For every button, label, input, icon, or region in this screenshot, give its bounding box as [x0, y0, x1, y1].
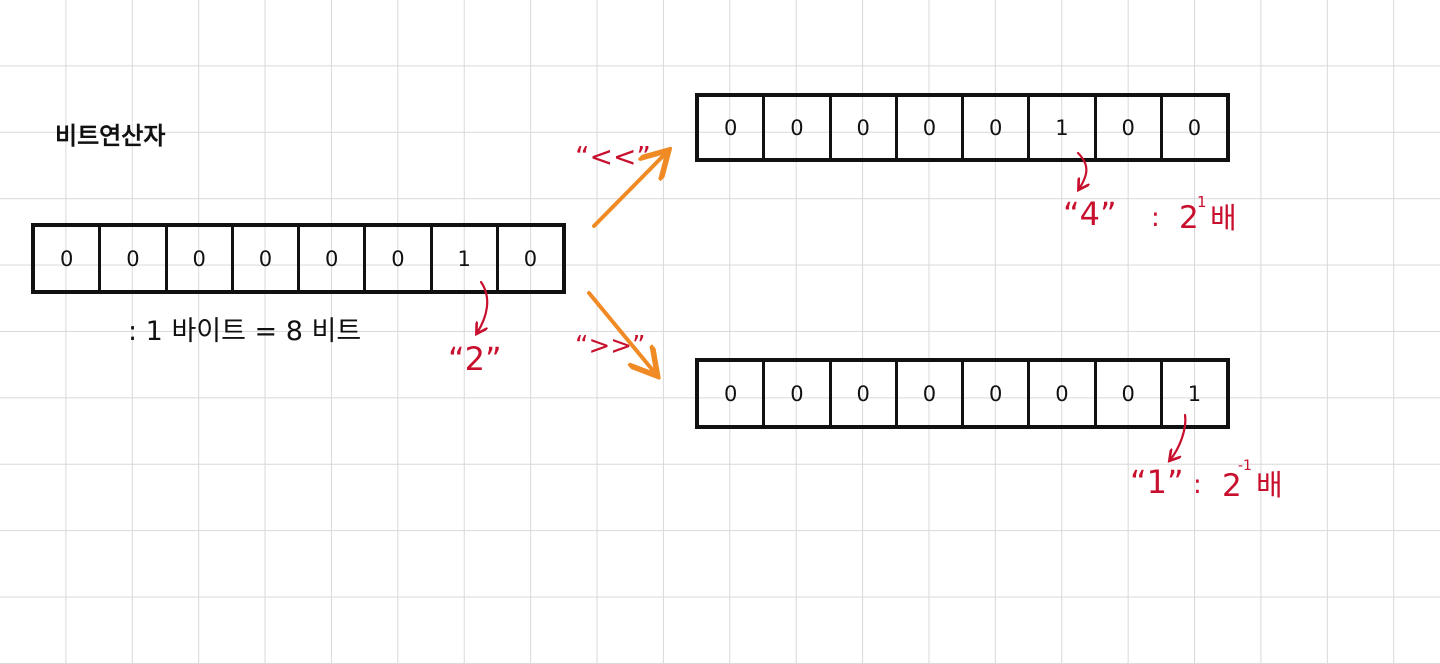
- left-shift-factor-separator: :: [1151, 203, 1160, 233]
- bit-cell: 0: [363, 227, 429, 290]
- bit-cell: 1: [429, 227, 496, 290]
- bit-cell: 1: [1159, 362, 1226, 425]
- bit-cell: 0: [59, 246, 74, 271]
- right-shift-pointer-arrow: [1170, 413, 1187, 460]
- bit-cell: 0: [828, 97, 895, 158]
- bit-cell: 0: [894, 97, 961, 158]
- bit-cell: 0: [1093, 97, 1160, 158]
- bit-cell: 1: [1027, 97, 1093, 158]
- bit-cell: 0: [164, 227, 231, 290]
- right-shift-arrow: [587, 291, 655, 373]
- left-shift-value-label: “4”: [1063, 195, 1117, 233]
- bit-cell: 0: [1159, 97, 1226, 158]
- source-pointer-arrow: [477, 280, 489, 333]
- byte-caption: : 1 바이트 = 8 비트: [128, 316, 362, 347]
- page-title: 비트연산자: [55, 122, 166, 150]
- right-shift-factor-separator: :: [1193, 470, 1202, 500]
- bit-cell: 0: [723, 115, 738, 140]
- bit-cell: 0: [723, 381, 738, 406]
- bit-cell: 0: [98, 227, 164, 290]
- right-shift-value-label: “1”: [1130, 463, 1184, 501]
- bit-cell: 0: [1093, 362, 1160, 425]
- bit-cell: 0: [297, 227, 363, 290]
- bit-cell: 0: [230, 227, 297, 290]
- left-shift-pointer-arrow: [1076, 151, 1086, 189]
- bit-cell: 0: [495, 227, 562, 290]
- right-shift-factor-base: 2: [1222, 468, 1242, 504]
- source-byte: 0 0 0 0 0 0 1 0: [31, 223, 566, 294]
- source-value-label: “2”: [448, 340, 502, 378]
- bit-cell: 0: [828, 362, 895, 425]
- left-shift-factor-unit: 배: [1210, 201, 1237, 235]
- bit-cell: 0: [894, 362, 961, 425]
- bit-cell: 0: [762, 362, 828, 425]
- bit-cell: 0: [1027, 362, 1093, 425]
- right-shift-factor-unit: 배: [1256, 468, 1283, 502]
- bit-cell: 0: [961, 97, 1027, 158]
- right-shift-byte: 0 0 0 0 0 0 0 1: [695, 358, 1230, 429]
- left-shift-factor-base: 2: [1179, 200, 1199, 236]
- left-shift-factor-exponent: 1: [1197, 193, 1207, 211]
- left-shift-byte: 0 0 0 0 0 1 0 0: [695, 93, 1230, 162]
- bit-cell: 0: [762, 97, 828, 158]
- bit-cell: 0: [961, 362, 1027, 425]
- right-shift-factor-exponent: -1: [1238, 458, 1252, 474]
- left-shift-arrow: [592, 153, 666, 228]
